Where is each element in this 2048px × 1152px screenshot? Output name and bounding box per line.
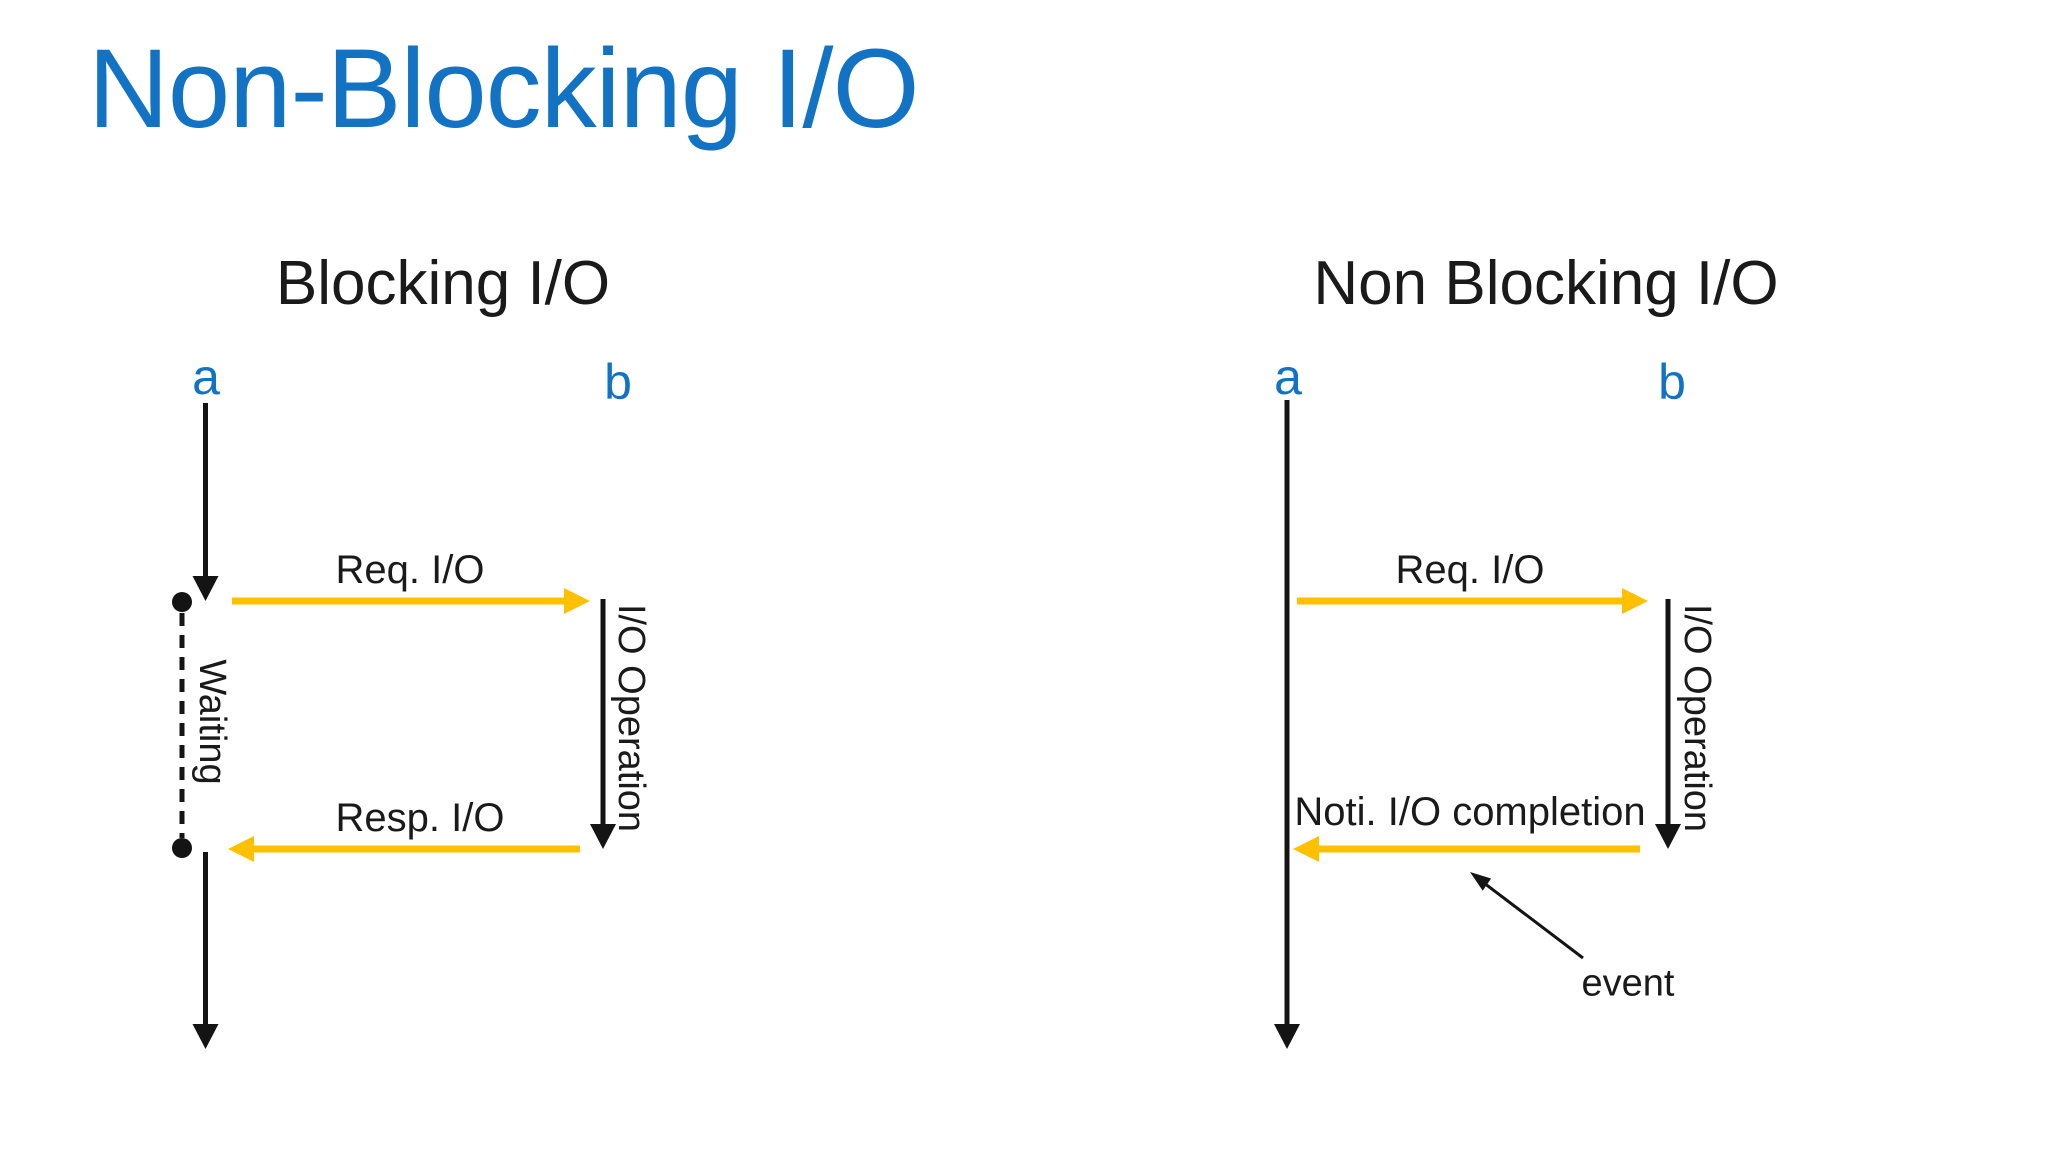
left-operation-arrowhead-icon [590, 824, 616, 849]
right-lifeline-a-arrowhead-icon [1274, 1024, 1300, 1049]
right-actor-a-label: a [1274, 349, 1302, 405]
left-request-label: Req. I/O [335, 548, 485, 592]
left-lifeline-a-lower-arrowhead-icon [192, 1024, 219, 1049]
nonblocking-diagram-heading: Non Blocking I/O [1313, 249, 1779, 318]
right-notification-label: Noti. I/O completion [1294, 790, 1646, 834]
left-operation-label: I/O Operation [610, 603, 652, 833]
right-request-label: Req. I/O [1395, 548, 1545, 592]
right-operation-label: I/O Operation [1676, 603, 1718, 833]
left-response-label: Resp. I/O [335, 796, 505, 840]
slide-title: Non-Blocking I/O [88, 26, 920, 151]
left-lifeline-a-upper-arrowhead-icon [192, 576, 219, 601]
blocking-diagram-heading: Blocking I/O [275, 249, 611, 318]
event-annotation-line [1483, 881, 1584, 960]
left-waiting-bottom-dot-icon [172, 838, 192, 858]
left-actor-b-label: b [604, 354, 632, 410]
right-request-arrowhead-icon [1622, 588, 1648, 614]
left-actor-a-label: a [192, 349, 220, 405]
right-actor-b-label: b [1658, 354, 1686, 410]
left-waiting-top-dot-icon [172, 592, 192, 612]
left-waiting-label: Waiting [191, 659, 233, 785]
event-annotation-label: event [1581, 962, 1675, 1005]
left-request-arrowhead-icon [564, 588, 590, 614]
left-response-arrowhead-icon [228, 836, 254, 862]
event-annotation-arrowhead-icon [1470, 872, 1492, 891]
right-operation-arrowhead-icon [1655, 824, 1681, 849]
right-notification-arrowhead-icon [1293, 836, 1319, 862]
